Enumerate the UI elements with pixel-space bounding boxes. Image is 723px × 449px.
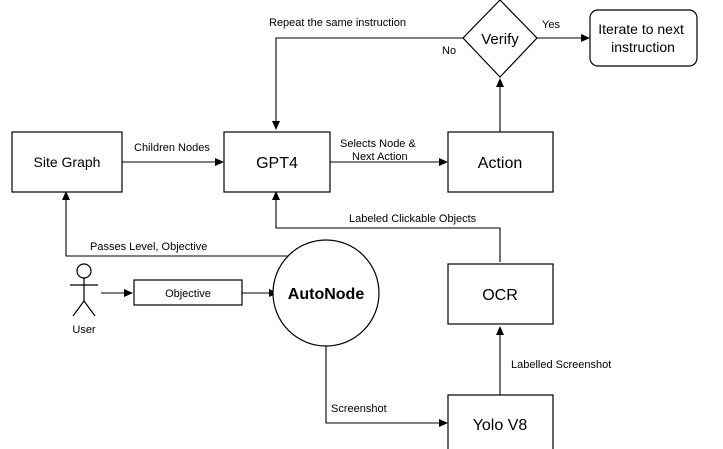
arrowhead-sitegraph-to-gpt4 [215,158,224,166]
action-label: Action [478,155,522,172]
objective-label: Objective [165,288,211,300]
arrowhead-ocr-to-gpt4 [272,191,280,200]
yolo-node [447,394,554,449]
verify-label: Verify [481,31,519,48]
selects-node-line2: Next Action [352,151,408,163]
no-label: No [442,45,456,57]
gpt4-label: GPT4 [256,155,298,172]
iterate-node [589,9,698,67]
ocr-node [447,263,554,325]
action-node [447,131,554,193]
arrowhead-gpt4-to-action [439,158,448,166]
autonode-label: AutoNode [288,286,365,303]
autonode-node [272,239,380,347]
gpt4-node [223,131,331,193]
edge-autonode-to-yolo [325,346,440,424]
arrowhead-yolo-to-ocr [496,326,504,335]
site-graph-label: Site Graph [34,154,101,170]
edge-ocr-to-gpt4 [275,199,501,262]
user-label: User [72,324,96,336]
iterate-label-line1: Iterate to next [598,21,684,37]
verify-decision-node [462,0,538,78]
iterate-label-line2: instruction [611,39,675,55]
children-nodes-label: Children Nodes [134,142,210,154]
labeled-clickable-objects-label: Labeled Clickable Objects [349,213,477,225]
site-graph-node [11,131,123,193]
screenshot-label: Screenshot [331,403,387,415]
iterate-label: Iterate to next instruction [598,21,688,55]
yes-label: Yes [542,19,560,31]
repeat-instruction-label: Repeat the same instruction [269,17,406,29]
yolo-label: Yolo V8 [473,417,528,434]
selects-node-label: Selects Node & Next Action [340,138,419,163]
edge-verify-to-gpt4-repeat [275,37,496,122]
objective-node [133,279,243,306]
arrowhead-autonode-to-yolo [439,419,448,427]
arrowhead-user-to-objective [124,289,133,297]
selects-node-line1: Selects Node & [340,138,416,150]
passes-level-objective-label: Passes Level, Objective [90,241,207,253]
edge-autonode-to-sitegraph [65,199,292,257]
arrowhead-verify-to-gpt4 [272,121,280,130]
ocr-label: OCR [482,287,518,304]
arrowhead-autonode-to-sitegraph [62,191,70,200]
labelled-screenshot-label: Labelled Screenshot [511,359,611,371]
user-actor-icon [70,263,98,317]
arrowhead-action-to-verify [496,78,504,87]
arrowhead-verify-to-iterate [581,34,590,42]
